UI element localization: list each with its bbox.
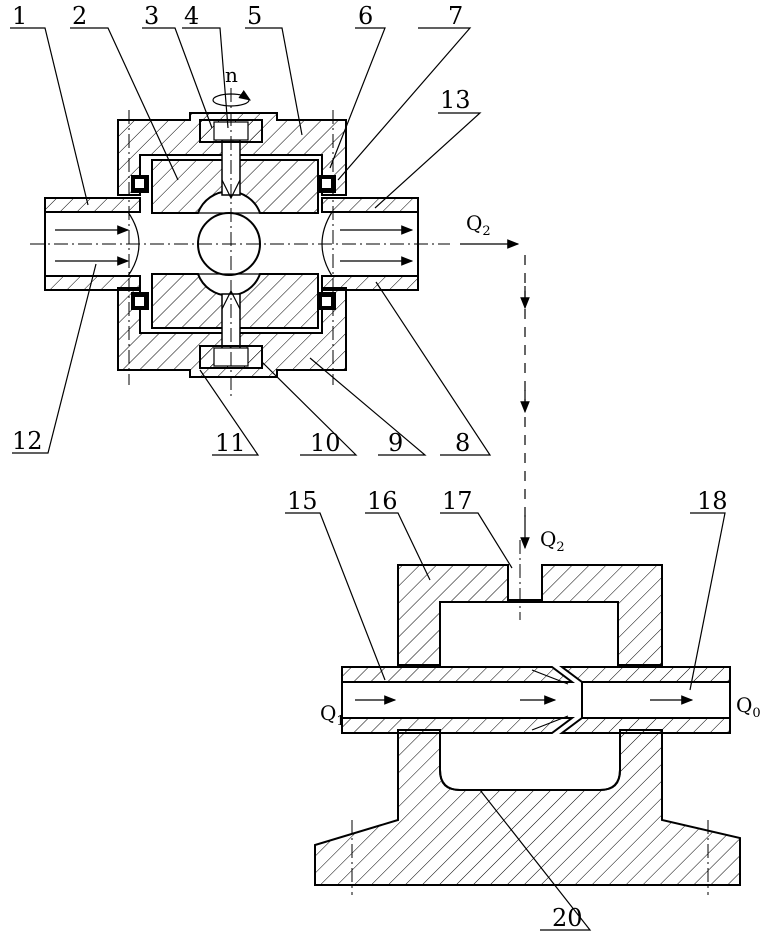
label-9: 9: [388, 429, 403, 457]
label-5: 5: [247, 2, 262, 30]
label-13: 13: [440, 86, 471, 114]
label-2: 2: [72, 2, 87, 30]
pipe-15-lower-wall: [342, 718, 572, 733]
label-7: 7: [448, 2, 463, 30]
label-1: 1: [12, 2, 27, 30]
label-10: 10: [310, 429, 341, 457]
label-11: 11: [215, 429, 246, 457]
inlet-pipe-1: [45, 198, 140, 212]
label-15: 15: [287, 487, 318, 515]
bottom-assembly: [315, 540, 740, 895]
outlet-pipe-13: [322, 198, 418, 212]
q0: Q0: [736, 693, 761, 721]
label-6: 6: [358, 2, 373, 30]
pipe-18-upper-wall: [562, 667, 730, 682]
label-4: 4: [184, 2, 199, 30]
q2-top: Q2: [466, 211, 491, 239]
label-18: 18: [697, 487, 728, 515]
outlet-pipe-8: [322, 276, 418, 290]
label-16: 16: [367, 487, 398, 515]
pipe-18-lower-wall: [562, 718, 730, 733]
body-16-upper: [398, 565, 662, 665]
pipe-15-upper-wall: [342, 667, 572, 682]
body-base: [315, 730, 740, 885]
rotation-n: n: [225, 63, 238, 87]
label-12: 12: [12, 427, 43, 455]
q1: Q1: [320, 701, 345, 729]
label-17: 17: [442, 487, 473, 515]
label-3: 3: [144, 2, 159, 30]
label-20: 20: [552, 904, 583, 932]
label-8: 8: [455, 429, 470, 457]
q2-mid: Q2: [540, 527, 565, 555]
top-assembly: [30, 88, 518, 400]
